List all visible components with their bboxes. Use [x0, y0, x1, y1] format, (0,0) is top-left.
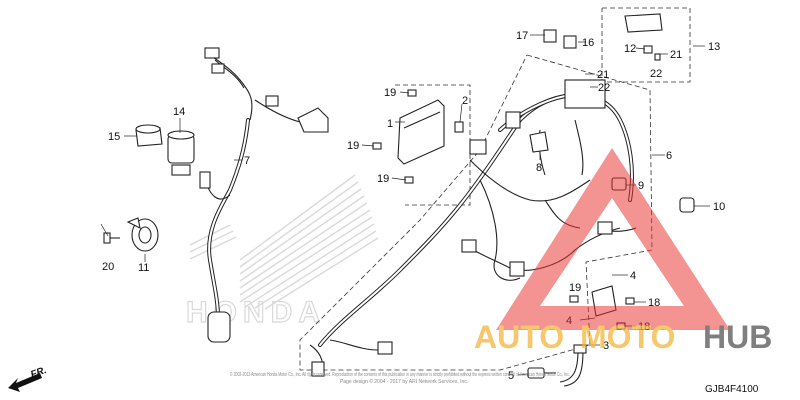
connector-6b	[469, 139, 487, 155]
callout-3: 3	[603, 340, 609, 352]
callout-22-right: 22	[650, 68, 662, 80]
callout-7: 7	[244, 155, 250, 167]
honda-wing-logo: HONDA	[185, 174, 379, 330]
callout-17: 17	[516, 30, 528, 42]
copyright-line-2: Page design © 2004 - 2017 by ARI Network…	[340, 378, 468, 385]
connector-6d	[509, 261, 525, 277]
honda-logo-text: HONDA	[186, 296, 326, 329]
callout-20: 20	[102, 261, 114, 273]
callout-8: 8	[536, 162, 542, 174]
connector-7d	[297, 107, 329, 133]
callout-11: 11	[138, 262, 149, 274]
connector-6c	[461, 239, 477, 253]
callout-4-upper: 4	[630, 270, 636, 282]
bolt-20	[103, 232, 120, 244]
bracket-2	[454, 121, 464, 133]
bolt-19-lower	[569, 295, 579, 303]
connector-6g	[597, 221, 613, 235]
tube-3	[559, 344, 587, 387]
connector-7e	[199, 171, 211, 189]
watermark-triangle-icon	[496, 148, 730, 330]
watermark-brand-moto: MOTO	[580, 319, 675, 355]
clip-8	[529, 131, 549, 153]
front-label: FR.	[29, 365, 48, 381]
callout-10: 10	[713, 201, 725, 213]
callout-21-right: 21	[670, 49, 682, 61]
cover-15	[135, 124, 163, 147]
callout-21-left: 21	[597, 69, 609, 81]
front-direction-indicator: FR.	[8, 365, 48, 392]
callout-19-top: 19	[384, 87, 396, 99]
callout-13: 13	[708, 41, 720, 53]
horn-11	[126, 217, 159, 252]
connector-7a	[204, 47, 220, 59]
connector-6a	[505, 111, 521, 129]
callout-1: 1	[387, 118, 393, 130]
copyright-line-1: © 2002-2013 American Honda Motor Co., In…	[230, 371, 570, 378]
callout-14: 14	[173, 106, 185, 118]
callout-19-mid: 19	[347, 140, 359, 152]
callout-12: 12	[624, 43, 636, 55]
callout-6: 6	[666, 150, 672, 162]
callout-2: 2	[462, 95, 468, 107]
sub-harness-7	[199, 47, 329, 343]
grommet-10	[679, 197, 695, 213]
relay-14	[167, 130, 195, 176]
assembly-boundary	[299, 7, 691, 371]
relay-16	[563, 35, 577, 49]
watermark-brand-hub: HUB	[703, 319, 772, 355]
connector-6f	[311, 361, 325, 377]
unit-13	[624, 13, 663, 61]
connector-6e	[377, 341, 393, 355]
relay-17	[543, 29, 557, 43]
watermark-brand-auto: AUTO	[474, 319, 564, 355]
part-5	[527, 367, 556, 379]
control-unit-1	[397, 99, 464, 165]
callout-19-low: 19	[377, 173, 389, 185]
fuse-box	[564, 79, 606, 109]
callout-16: 16	[582, 37, 594, 49]
callout-15: 15	[108, 131, 120, 143]
diagram-code: GJB4F4100	[705, 384, 759, 395]
callout-labels: 1 2 3 4 4 5 6 7 8 9 10 11 12 13 14 15 16…	[102, 30, 725, 382]
callout-5: 5	[508, 370, 514, 382]
leader-lines	[100, 34, 710, 376]
callout-9: 9	[638, 180, 644, 192]
callout-22-left: 22	[598, 82, 610, 94]
callout-19-bottom: 19	[569, 282, 581, 294]
connector-7c	[265, 95, 279, 107]
watermark: AUTO MOTO HUB	[474, 148, 772, 355]
boot-7	[207, 311, 231, 343]
connector-7b	[211, 63, 225, 74]
front-arrow-icon	[8, 373, 42, 392]
